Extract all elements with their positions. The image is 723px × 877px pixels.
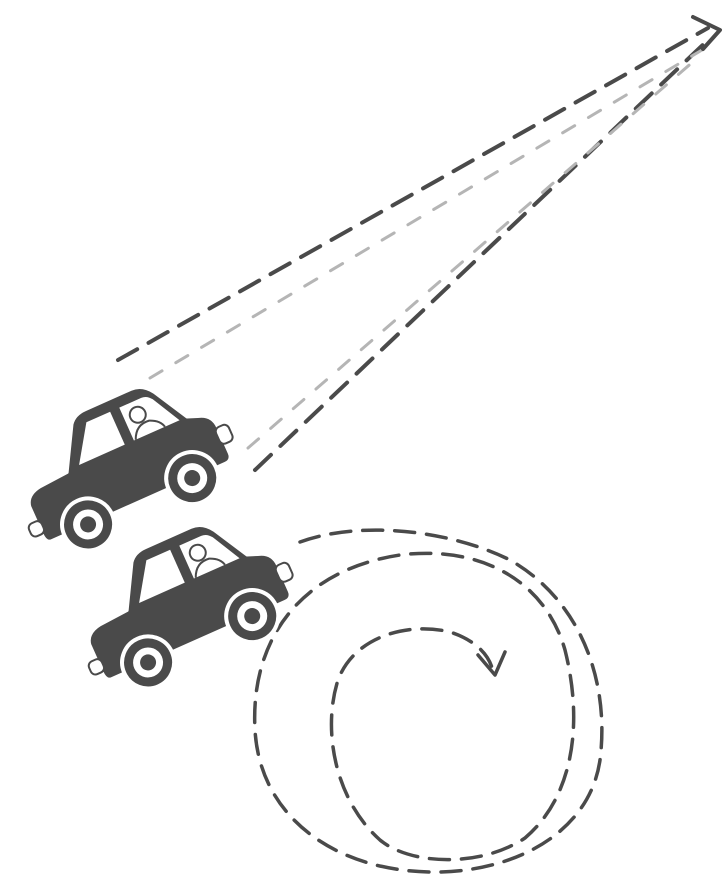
straight-path-lower-line — [255, 40, 708, 470]
straight-path-faint-upper-line — [150, 50, 702, 378]
spiral-path-outer-loop — [255, 530, 602, 872]
straight-path-upper-line — [118, 28, 708, 360]
straight-path — [118, 17, 720, 470]
spiral-path — [255, 530, 602, 872]
